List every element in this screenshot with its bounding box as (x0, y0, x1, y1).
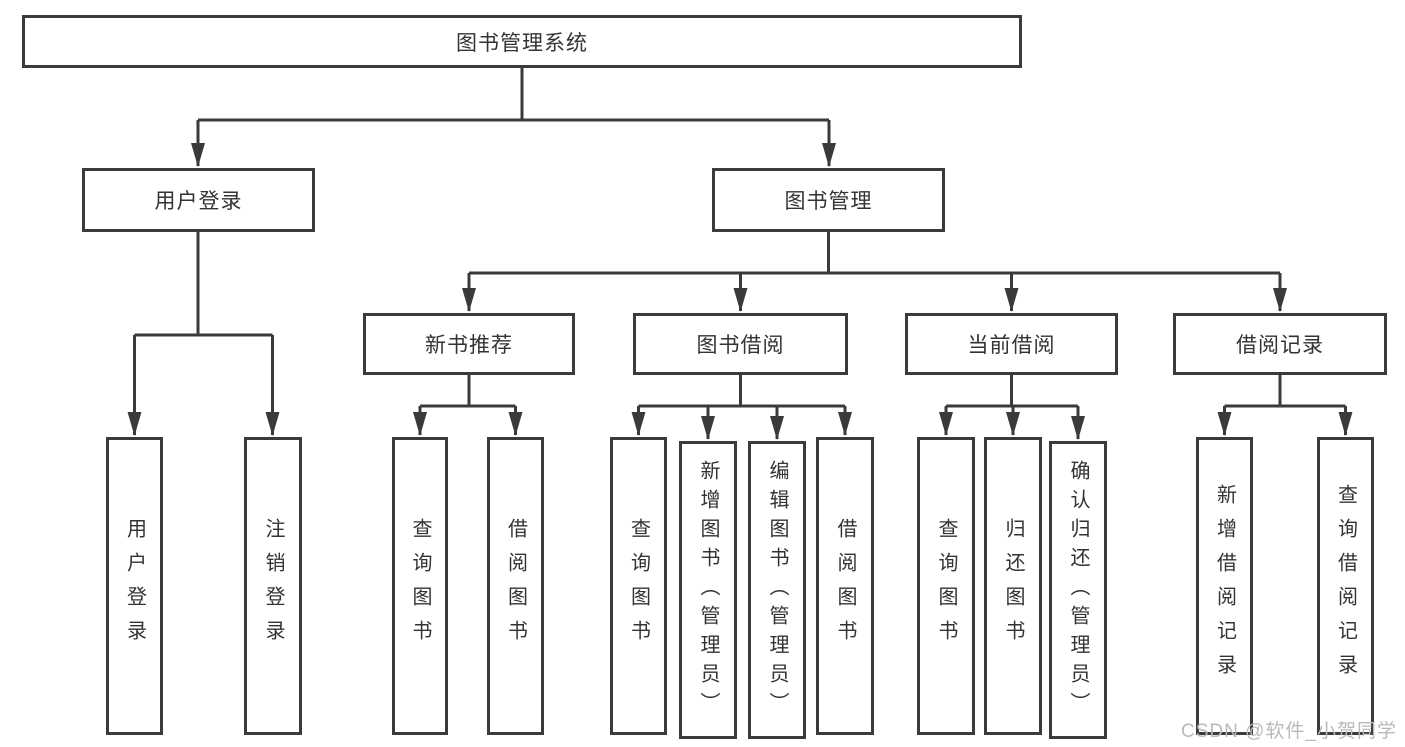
node-root: 图书管理系统 (22, 15, 1022, 68)
leaf-user-login-label: 用户登录 (123, 518, 146, 654)
node-borrow-records: 借阅记录 (1173, 313, 1387, 375)
leaf-query-books-2: 查询图书 (610, 437, 667, 735)
leaf-add-borrow-record-label: 新增借阅记录 (1213, 484, 1236, 688)
node-book-borrow: 图书借阅 (633, 313, 848, 375)
leaf-query-books-3: 查询图书 (917, 437, 975, 735)
leaf-borrow-books-2: 借阅图书 (816, 437, 874, 735)
leaf-borrow-books-1: 借阅图书 (487, 437, 544, 735)
node-user-login-label: 用户登录 (154, 190, 243, 213)
node-book-management-label: 图书管理 (784, 190, 873, 213)
leaf-user-login: 用户登录 (106, 437, 163, 735)
node-current-borrow: 当前借阅 (905, 313, 1118, 375)
leaf-borrow-books-2-label: 借阅图书 (834, 518, 856, 654)
leaf-return-books: 归还图书 (984, 437, 1042, 735)
leaf-edit-books-admin-label: 编辑图书（管理员） (766, 459, 788, 721)
node-book-borrow-label: 图书借阅 (696, 334, 785, 357)
leaf-edit-books-admin: 编辑图书（管理员） (748, 441, 806, 739)
leaf-add-books-admin-label: 新增图书（管理员） (697, 459, 719, 721)
leaf-return-books-label: 归还图书 (1002, 518, 1024, 654)
leaf-add-books-admin: 新增图书（管理员） (679, 441, 737, 739)
node-new-book-recommend-label: 新书推荐 (425, 334, 513, 357)
leaf-query-books-1-label: 查询图书 (409, 518, 431, 654)
node-book-management: 图书管理 (712, 168, 945, 232)
leaf-query-books-2-label: 查询图书 (627, 518, 650, 654)
leaf-query-borrow-record-label: 查询借阅记录 (1334, 484, 1357, 688)
connector-spines (134, 67, 1346, 408)
leaf-query-books-3-label: 查询图书 (935, 518, 957, 654)
node-user-login: 用户登录 (82, 168, 315, 232)
leaf-add-borrow-record: 新增借阅记录 (1196, 437, 1253, 735)
node-borrow-records-label: 借阅记录 (1236, 334, 1324, 357)
leaf-borrow-books-1-label: 借阅图书 (504, 518, 527, 654)
leaf-query-borrow-record: 查询借阅记录 (1317, 437, 1374, 735)
node-new-book-recommend: 新书推荐 (363, 313, 575, 375)
leaf-logout: 注销登录 (244, 437, 302, 735)
leaf-logout-label: 注销登录 (262, 518, 284, 654)
node-current-borrow-label: 当前借阅 (967, 334, 1056, 357)
connector-arrows (127, 120, 1353, 440)
node-root-label: 图书管理系统 (456, 31, 588, 55)
leaf-confirm-return-admin: 确认归还（管理员） (1049, 441, 1107, 739)
leaf-query-books-1: 查询图书 (392, 437, 448, 735)
leaf-confirm-return-admin-label: 确认归还（管理员） (1067, 459, 1089, 721)
csdn-watermark: CSDN @软件_小贺同学 (1181, 721, 1397, 742)
